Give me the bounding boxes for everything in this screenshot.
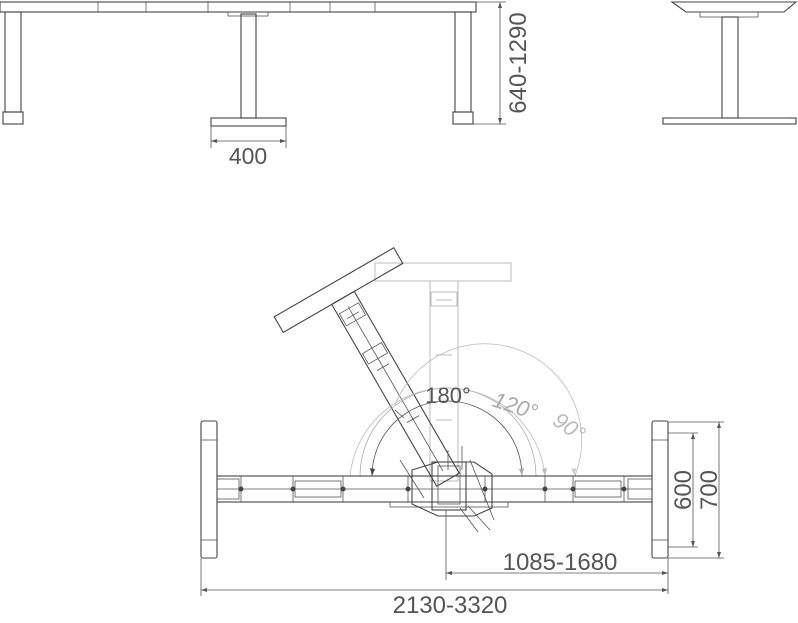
height-range-label: 640-1290 [505, 12, 532, 113]
center-foot [210, 117, 287, 127]
plan-view: 180° 120° 90° [200, 247, 724, 619]
main-beam [202, 475, 664, 508]
side-elevation [662, 1, 798, 125]
foot-width-label: 400 [229, 143, 267, 169]
center-leg [240, 13, 257, 119]
right-leg [454, 11, 472, 113]
depth-600-label: 600 [670, 470, 697, 510]
center-hub [399, 446, 495, 533]
total-width-label: 2130-3320 [393, 592, 508, 619]
front-elevation: 400 640-1290 [0, 1, 532, 169]
left-leg [4, 11, 22, 113]
angle-180-label: 180° [425, 383, 471, 408]
arc-90 [349, 387, 546, 477]
angle-90-label: 90° [549, 407, 591, 447]
right-foot [651, 420, 669, 559]
side-width-label: 1085-1680 [503, 549, 618, 576]
arm-90-ghost [374, 262, 512, 482]
left-foot [200, 420, 218, 559]
arm-120 [273, 247, 461, 487]
depth-700-label: 700 [696, 470, 723, 510]
arc-180 [371, 400, 523, 477]
